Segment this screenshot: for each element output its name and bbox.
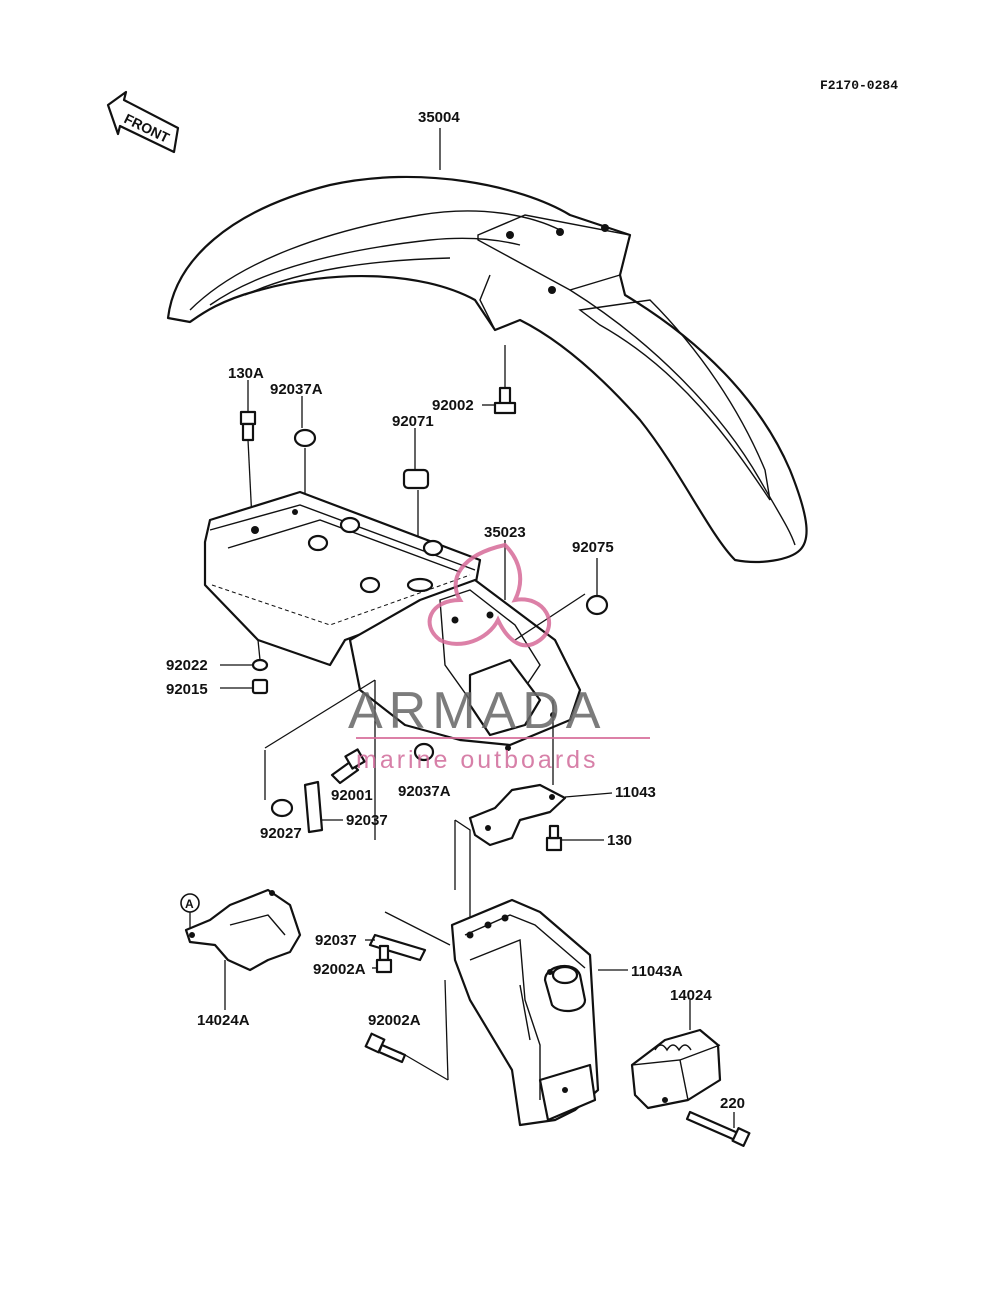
label-130A: 130A [228,365,264,382]
label-92022: 92022 [166,657,208,674]
bolt-92002A-b [364,1032,407,1064]
watermark-tagline: marine outboards [356,746,599,774]
watermark-brand: ARMADA [348,682,606,740]
bolt-130 [545,824,604,852]
label-35023: 35023 [484,524,526,541]
reference-code: F2170-0284 [820,78,898,93]
label-92002A-a: 92002A [313,961,366,978]
label-92037-a: 92037 [346,812,388,829]
collar-92027 [270,798,294,818]
label-92037A-top: 92037A [270,381,323,398]
grommet-92075 [585,558,609,616]
bolt-220 [685,1110,751,1147]
label-92027: 92027 [260,825,302,842]
rear-flap-35023 [348,540,586,751]
block-14024 [630,1000,722,1110]
label-92037A-mid: 92037A [398,783,451,800]
plate-92037-a [303,780,343,834]
watermark-logo: ARMADA marine outboards [348,542,650,774]
leader-line [454,819,471,920]
label-35004: 35004 [418,109,460,126]
grommet-92037A-mid [413,742,435,762]
bolt-92002A-a [372,944,393,974]
label-220: 220 [720,1095,745,1112]
bracket-14024A [184,888,302,1010]
front-arrow-icon: FRONT [106,90,180,154]
label-14024: 14024 [670,987,712,1004]
label-92071: 92071 [392,413,434,430]
marker-a: A [180,893,200,932]
leader-line [399,1051,449,1081]
leader-line [264,679,376,749]
leader-line [384,911,451,946]
label-11043: 11043 [615,784,656,801]
bolt-130A [239,380,257,521]
plate-92037-b [365,933,427,962]
label-92015: 92015 [166,681,208,698]
leader-line [444,979,449,1081]
bolt-92002 [482,345,517,415]
label-92002: 92002 [432,397,474,414]
front-fender-35004 [166,128,808,564]
label-11043A: 11043A [631,963,683,980]
label-92075: 92075 [572,539,614,556]
label-130: 130 [607,832,632,849]
bolt-92001 [330,748,366,785]
label-92037-b: 92037 [315,932,357,949]
marker-a-label: A [185,897,194,911]
washer-92022 [220,639,269,672]
label-92002A-b: 92002A [368,1012,421,1029]
label-92001: 92001 [331,787,373,804]
bracket-11043A [450,898,628,1127]
label-14024A: 14024A [197,1012,250,1029]
nut-92015 [220,678,269,695]
bracket-11043 [468,700,613,847]
